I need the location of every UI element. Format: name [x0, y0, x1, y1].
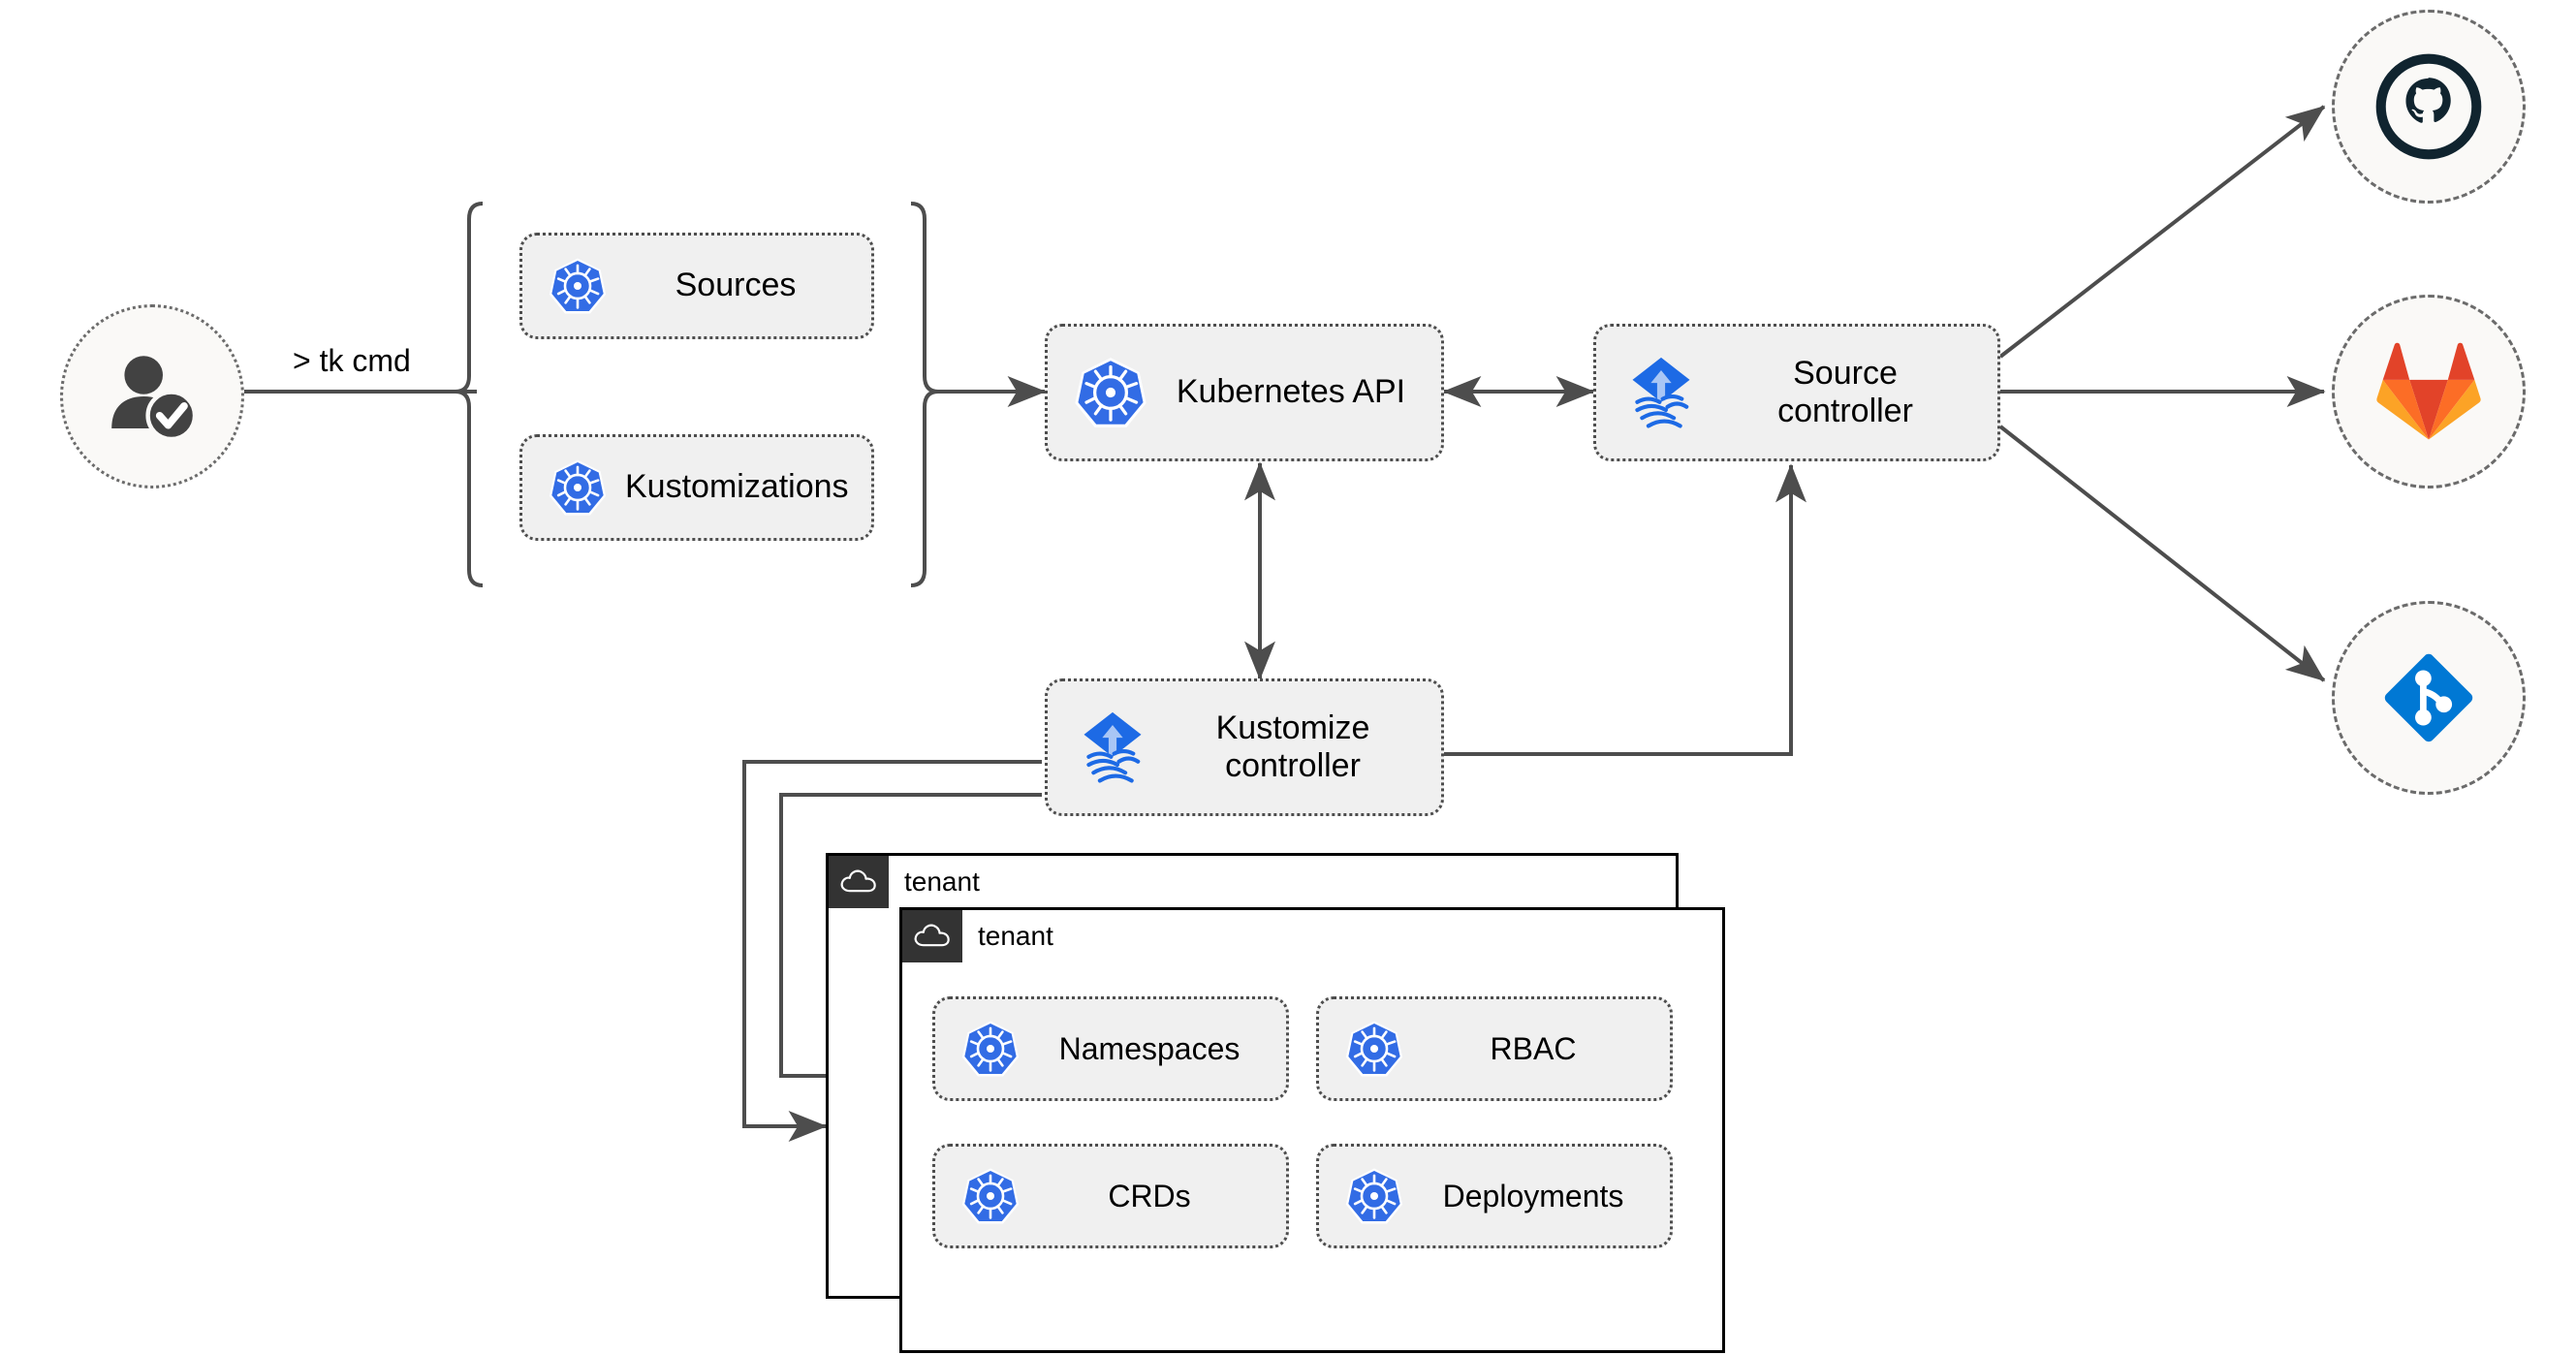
kubernetes-icon	[1075, 358, 1147, 427]
tenant-window-front: tenant	[899, 907, 1725, 1353]
node-label: Kustomize controller	[1215, 709, 1370, 784]
kubernetes-icon	[961, 1168, 1020, 1224]
tenant-title: tenant	[904, 867, 980, 897]
edge-source-to-azure	[1998, 425, 2326, 682]
git-provider-gitlab[interactable]	[2332, 295, 2526, 488]
tenant-title-tab	[902, 910, 962, 962]
resource-card-label: CRDs	[1108, 1178, 1191, 1213]
user-check-icon	[111, 356, 198, 442]
tenant-title: tenant	[978, 921, 1053, 951]
flux-icon	[1632, 357, 1690, 428]
crd-card-kustomizations[interactable]: Kustomizations	[519, 434, 874, 541]
gitlab-icon	[2376, 342, 2481, 440]
resource-card-namespaces[interactable]: Namespaces	[932, 996, 1289, 1101]
resource-card-deployments[interactable]: Deployments	[1316, 1144, 1673, 1248]
kubernetes-icon	[961, 1021, 1020, 1077]
resource-card-label: Namespaces	[1058, 1030, 1241, 1066]
git-provider-github[interactable]	[2332, 10, 2526, 204]
resource-card-crds[interactable]: CRDs	[932, 1144, 1289, 1248]
github-icon	[2375, 53, 2482, 160]
kubernetes-icon	[549, 258, 607, 314]
node-kustomize-controller[interactable]: Kustomize controller	[1045, 678, 1444, 816]
kubernetes-icon	[549, 459, 607, 516]
resource-card-rbac[interactable]: RBAC	[1316, 996, 1673, 1101]
crd-card-sources[interactable]: Sources	[519, 233, 874, 339]
git-provider-azure-repos[interactable]	[2332, 601, 2526, 795]
cloud-icon	[840, 869, 876, 893]
command-label: > tk cmd	[287, 341, 417, 381]
tenant-title-tab	[829, 856, 889, 908]
kubernetes-icon	[1345, 1021, 1403, 1077]
brace-right	[910, 202, 939, 587]
crd-card-label: Sources	[675, 267, 797, 304]
cloud-icon	[914, 924, 950, 947]
crd-card-label: Kustomizations	[625, 468, 849, 506]
azure-repos-icon	[2384, 653, 2473, 742]
resource-card-label: RBAC	[1490, 1030, 1577, 1066]
kubernetes-icon	[1345, 1168, 1403, 1224]
resource-card-label: Deployments	[1442, 1178, 1624, 1213]
edge-kustomize-to-source	[1443, 463, 1806, 756]
node-kubernetes-api[interactable]: Kubernetes API	[1045, 324, 1444, 461]
edge-source-to-github	[1998, 105, 2326, 359]
node-label: Source controller	[1777, 354, 1913, 429]
node-source-controller[interactable]: Source controller	[1593, 324, 2000, 461]
brace-left	[455, 202, 484, 587]
flux-icon	[1084, 711, 1142, 783]
node-label: Kubernetes API	[1176, 373, 1406, 411]
actor-avatar	[60, 304, 244, 488]
